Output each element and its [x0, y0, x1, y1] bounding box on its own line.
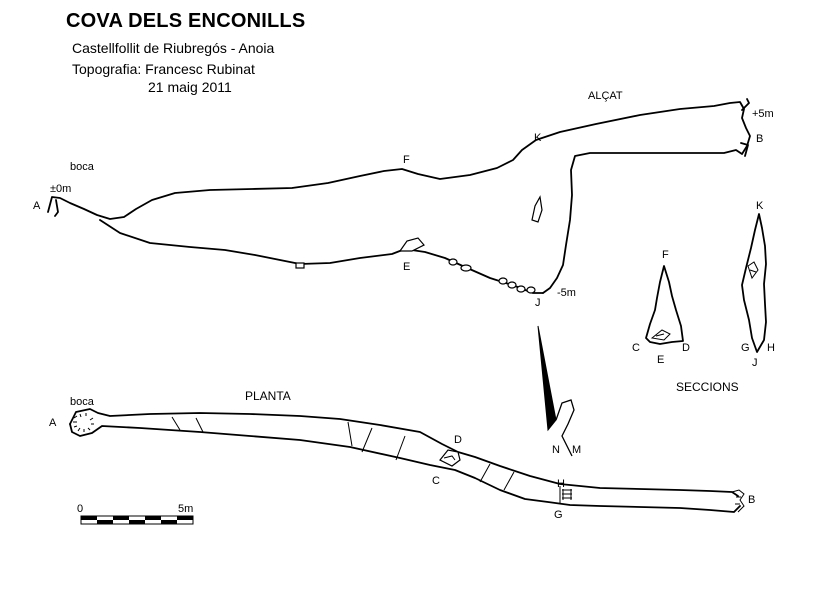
elevation-boulder: [460, 264, 472, 272]
sections-heading: SECCIONS: [676, 380, 739, 394]
plan-upper-wall: [69, 408, 739, 497]
section-point-e: E: [657, 354, 664, 366]
plan-end-blocks: [731, 489, 745, 513]
elevation-point-k: K: [534, 132, 542, 144]
elevation-pillar: [531, 195, 543, 223]
elevation-boulder: [526, 286, 536, 294]
elevation-boulder: [295, 262, 305, 269]
plan-entrance-hatch: [73, 413, 94, 432]
elevation-upper-wall: [47, 101, 751, 294]
elevation-boulder: [516, 285, 526, 293]
elevation-heading: ALÇAT: [588, 90, 623, 102]
elevation-depth-bottom: -5m: [557, 287, 576, 299]
section-point-j: J: [752, 357, 758, 369]
elevation-lower-wall: [54, 199, 544, 294]
plan-point-a: A: [49, 417, 57, 429]
elevation-boulder: [398, 237, 425, 252]
elevation-boulder: [448, 258, 458, 266]
north-label-m: M: [572, 444, 581, 456]
elevation-point-e: E: [403, 261, 410, 273]
survey-date: 21 maig 2011: [148, 79, 232, 95]
map-title: COVA DELS ENCONILLS: [66, 10, 306, 32]
elevation-view: boca ±0m A F E K J -5m +5m B ALÇAT: [33, 90, 774, 309]
section-point-h: H: [767, 342, 775, 354]
elevation-point-j: J: [535, 297, 541, 309]
section-fe-boulder: [650, 329, 671, 341]
section-point-k: K: [756, 200, 764, 212]
elevation-point-a: A: [33, 200, 41, 212]
section-point-d: D: [682, 342, 690, 354]
cross-sections: F C D E K G H J SECCIONS: [632, 200, 775, 394]
section-kj-outline: [741, 213, 767, 353]
north-arrow: N M: [537, 325, 581, 457]
plan-section-gh-mark: [562, 489, 572, 500]
plan-boulder: [439, 449, 461, 467]
elevation-boulder: [498, 277, 508, 285]
elevation-boulder: [507, 281, 517, 289]
elevation-depth-top: +5m: [752, 108, 774, 120]
plan-slope-marks: [171, 416, 561, 504]
section-point-g: G: [741, 342, 750, 354]
elevation-entrance-label: boca: [70, 161, 95, 173]
plan-view: boca A D C H G B PLANTA: [49, 389, 755, 521]
elevation-point-b: B: [756, 133, 763, 145]
plan-boulder-detail: [443, 455, 456, 461]
location-text: Castellfollit de Riubregós - Anoia: [72, 40, 275, 56]
section-point-c: C: [632, 342, 640, 354]
plan-point-b: B: [748, 494, 755, 506]
plan-lower-wall: [69, 423, 741, 513]
scale-end-label: 5m: [178, 503, 193, 515]
section-fe-outline: [645, 265, 684, 345]
elevation-point-f: F: [403, 154, 410, 166]
plan-entrance-label: boca: [70, 396, 95, 408]
scale-start-label: 0: [77, 503, 83, 515]
survey-credit: Topografia: Francesc Rubinat: [72, 61, 255, 77]
plan-heading: PLANTA: [245, 389, 291, 403]
elevation-depth-zero: ±0m: [50, 183, 71, 195]
plan-point-g: G: [554, 509, 563, 521]
scale-bar: 0 5m: [77, 503, 194, 525]
plan-point-h: H: [557, 478, 565, 490]
plan-point-c: C: [432, 475, 440, 487]
elevation-end-detail: [740, 98, 750, 157]
north-label-n: N: [552, 444, 560, 456]
section-point-f: F: [662, 249, 669, 261]
section-kj-boulder: [747, 261, 759, 280]
plan-point-d: D: [454, 434, 462, 446]
